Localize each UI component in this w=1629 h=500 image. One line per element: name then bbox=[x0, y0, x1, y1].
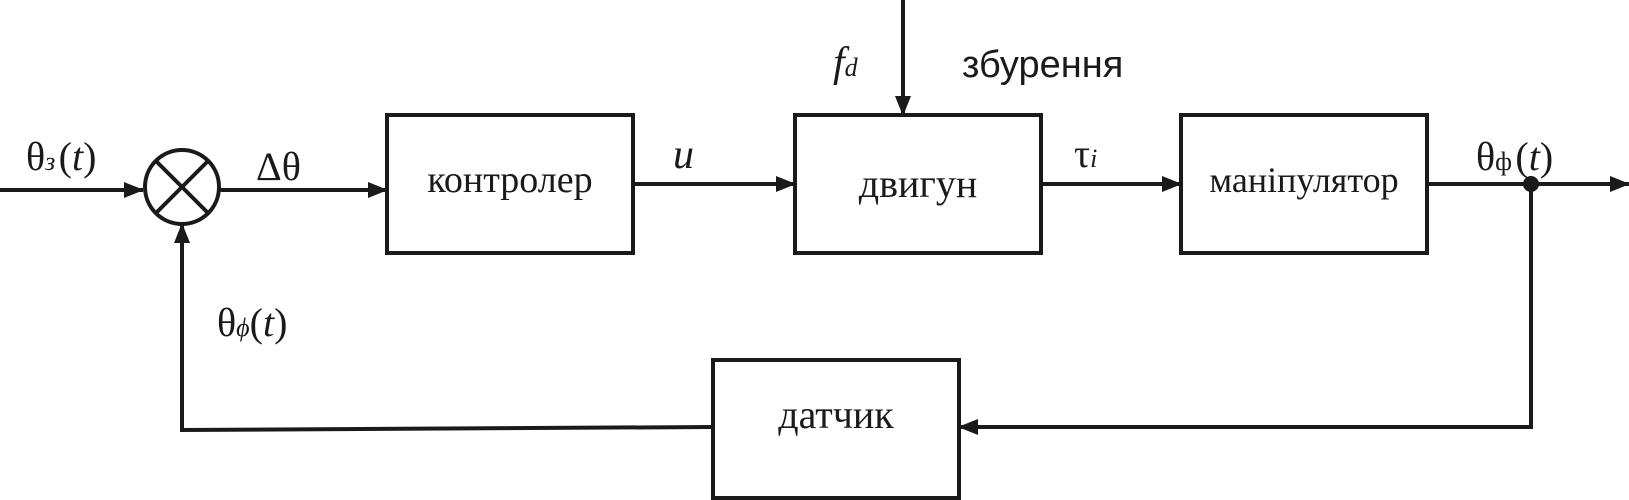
feedback-signal-label: θϕ(t) bbox=[217, 300, 288, 345]
manipulator-label: маніпулятор bbox=[1209, 160, 1399, 200]
output-signal-label: θф (t) bbox=[1476, 134, 1554, 179]
reference-signal-label: θз (t) bbox=[26, 134, 97, 179]
controller-block bbox=[385, 113, 635, 255]
controller-label: контролер bbox=[427, 159, 593, 201]
sensor-label: датчик bbox=[778, 392, 894, 437]
manipulator-block bbox=[1179, 113, 1429, 255]
summing-junction bbox=[143, 148, 221, 226]
control-signal-label: u bbox=[673, 132, 694, 178]
torque-label: τi bbox=[1074, 131, 1098, 176]
motor-label: двигун bbox=[858, 161, 978, 206]
feedback-line-to-sensor bbox=[958, 184, 1533, 435]
disturbance-label: збурення bbox=[962, 44, 1124, 86]
disturbance-symbol: fd bbox=[833, 40, 858, 86]
error-label: Δθ bbox=[256, 144, 301, 189]
feedback-line-to-junction bbox=[174, 223, 714, 433]
